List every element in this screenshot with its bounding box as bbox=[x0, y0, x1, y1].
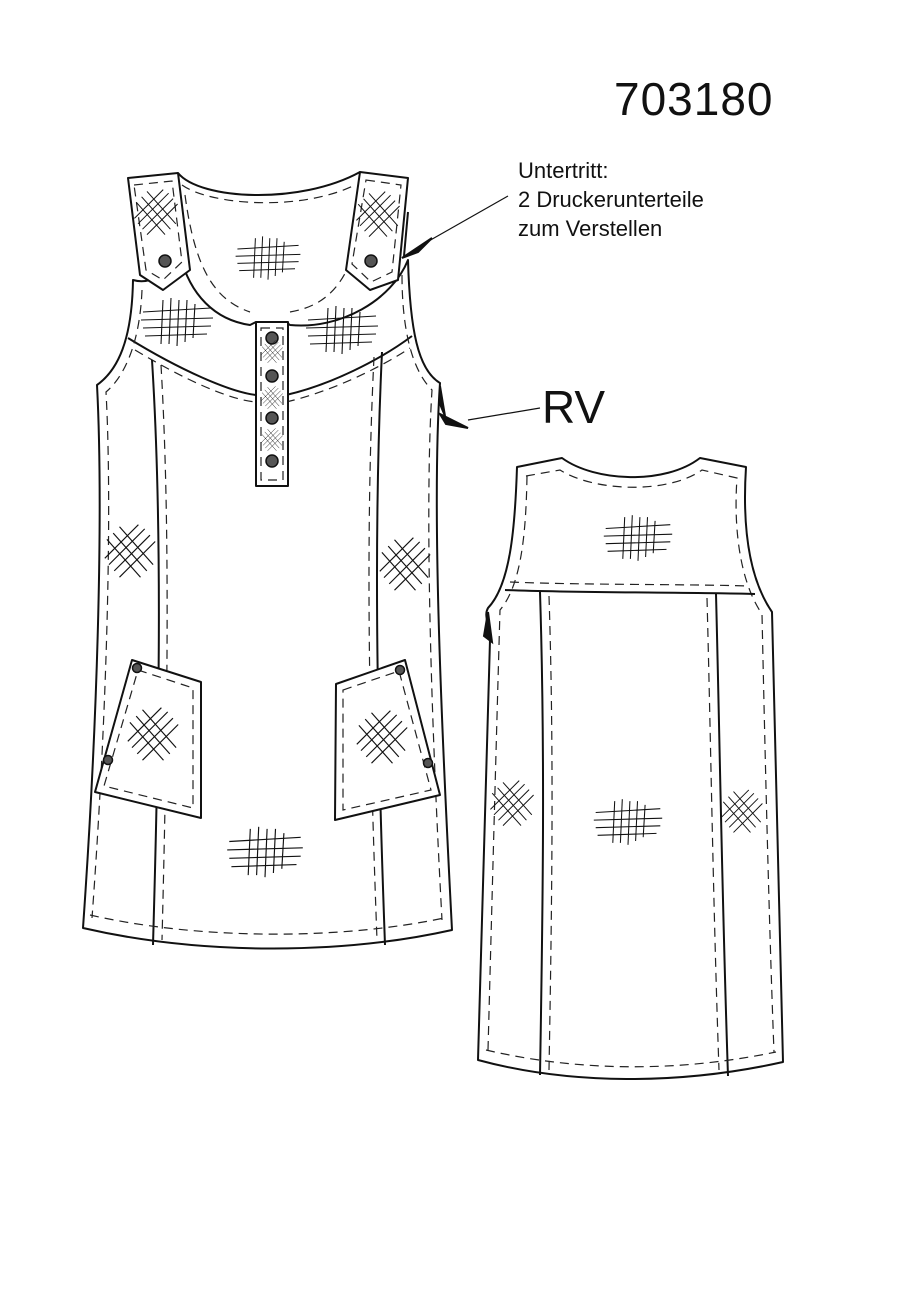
back-view bbox=[477, 457, 784, 1080]
untertritt-leader bbox=[419, 195, 509, 247]
untertritt-note: Untertritt: 2 Druckerunterteile zum Vers… bbox=[518, 156, 704, 243]
front-view bbox=[82, 171, 541, 950]
front-right-princess-seam bbox=[375, 351, 386, 946]
rv-leader bbox=[467, 407, 541, 421]
right-strap bbox=[345, 171, 409, 291]
front-left-pocket bbox=[94, 659, 202, 819]
front-yoke-seam bbox=[127, 335, 413, 396]
note-line-3: zum Verstellen bbox=[518, 216, 663, 241]
strap-snap-left bbox=[158, 254, 172, 268]
back-yoke-seam bbox=[504, 589, 756, 595]
note-line-2: 2 Druckerunterteile bbox=[518, 187, 704, 212]
back-left-princess-seam bbox=[539, 591, 545, 1076]
rv-label: RV bbox=[542, 381, 606, 433]
back-right-princess-seam bbox=[715, 593, 729, 1077]
front-neckline bbox=[177, 171, 361, 196]
strap-snap-right bbox=[364, 254, 378, 268]
front-right-pocket bbox=[334, 659, 441, 821]
left-strap bbox=[127, 172, 191, 291]
model-number: 703180 bbox=[614, 73, 774, 125]
front-left-princess-seam bbox=[151, 359, 160, 946]
note-line-1: Untertritt: bbox=[518, 158, 609, 183]
